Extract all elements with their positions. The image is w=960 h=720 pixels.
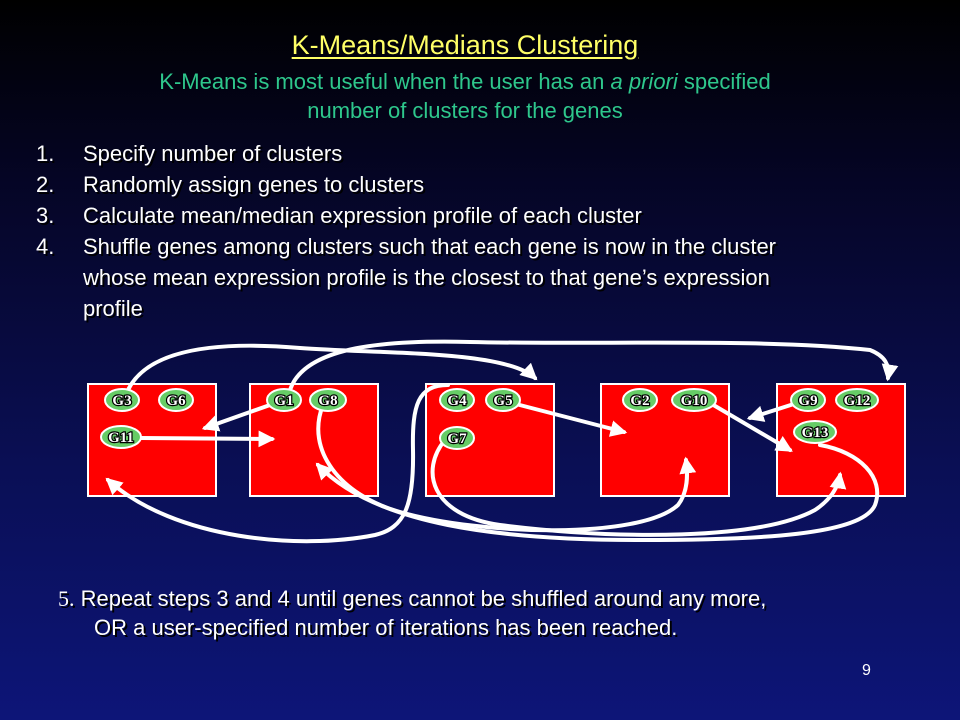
slide-title: K-Means/Medians Clustering [291, 30, 639, 60]
step-text-line: whose mean expression profile is the clo… [83, 265, 770, 290]
step-number: 1. [36, 141, 55, 166]
gene-ellipse [790, 388, 826, 412]
step-text-line: Specify number of clusters [83, 141, 343, 166]
gene-label: G5 [493, 393, 512, 409]
slide-subtitle: K-Means is most useful when the user has… [0, 67, 930, 125]
subtitle-line-1: K-Means is most useful when the user has… [0, 67, 930, 96]
gene-ellipse [100, 425, 142, 449]
subtitle-italic: a priori [610, 69, 678, 94]
gene-ellipse [439, 426, 475, 450]
arrow-g5-to-box4 [510, 401, 628, 437]
step-number: 3. [36, 203, 55, 228]
step-item: 1. Specify number of clusters [36, 138, 936, 169]
step-5: 5. Repeat steps 3 and 4 until genes cann… [58, 584, 938, 642]
arrow-g1-to-box1 [201, 403, 272, 432]
arrow-g7-to-box1 [105, 383, 450, 544]
step-text-line: Calculate mean/median expression profile… [83, 203, 642, 228]
gene-ellipse [622, 388, 658, 412]
step-text: Calculate mean/median expression profile… [83, 200, 936, 231]
gene-label: G1 [274, 393, 293, 409]
step-text: Shuffle genes among clusters such that e… [83, 231, 936, 324]
step-text-line: Shuffle genes among clusters such that e… [83, 234, 777, 259]
steps-list: 1. Specify number of clusters 2. Randoml… [36, 138, 936, 324]
gene-label: G8 [318, 393, 337, 409]
gene-label: G4 [447, 393, 467, 409]
step-text: Specify number of clusters [83, 138, 936, 169]
step-5-line-1: Repeat steps 3 and 4 until genes cannot … [74, 586, 767, 611]
arrow-g10-to-box5 [708, 401, 793, 452]
subtitle-line-2: number of clusters for the genes [307, 98, 623, 123]
gene-ellipse [309, 388, 347, 412]
step-text-line: profile [83, 296, 143, 321]
step-item: 4. Shuffle genes among clusters such tha… [36, 231, 936, 324]
subtitle-line-1-post: specified [677, 69, 771, 94]
gene-label: G2 [630, 393, 649, 409]
arrow-g11-to-box2 [138, 430, 276, 448]
arrow-g1-to-top-right [288, 339, 899, 392]
gene-ellipse [485, 388, 521, 412]
arrow-g9-to-box1 [746, 401, 799, 422]
gene-ellipse [266, 388, 302, 412]
gene-label: G7 [447, 431, 467, 447]
gene-label: G6 [166, 393, 186, 409]
step-5-line-2: OR a user-specified number of iterations… [94, 615, 678, 640]
gene-ellipse [158, 388, 194, 412]
gene-ellipse [793, 420, 837, 444]
gene-label: G11 [108, 430, 134, 446]
arrow-g7b-to-box5 [430, 438, 847, 537]
gene-label: G10 [681, 393, 708, 409]
gene-ellipse [439, 388, 475, 412]
subtitle-line-1-pre: K-Means is most useful when the user has… [159, 69, 611, 94]
gene-label: G3 [112, 393, 131, 409]
gene-label: G12 [844, 393, 871, 409]
arrow-g6-to-top [126, 343, 538, 392]
gene-label: G13 [802, 425, 829, 441]
gene-ellipse [671, 388, 717, 412]
gene-ellipse [835, 388, 879, 412]
step-text: Randomly assign genes to clusters [83, 169, 936, 200]
step-5-number: 5. [58, 586, 75, 611]
step-item: 3. Calculate mean/median expression prof… [36, 200, 936, 231]
page-number: 9 [862, 662, 871, 679]
step-item: 2. Randomly assign genes to clusters [36, 169, 936, 200]
gene-label: G9 [798, 393, 817, 409]
step-number: 2. [36, 172, 55, 197]
gene-ellipse [104, 388, 140, 412]
step-number: 4. [36, 234, 55, 259]
step-text-line: Randomly assign genes to clusters [83, 172, 425, 197]
arrow-g13-to-box2 [315, 443, 880, 543]
